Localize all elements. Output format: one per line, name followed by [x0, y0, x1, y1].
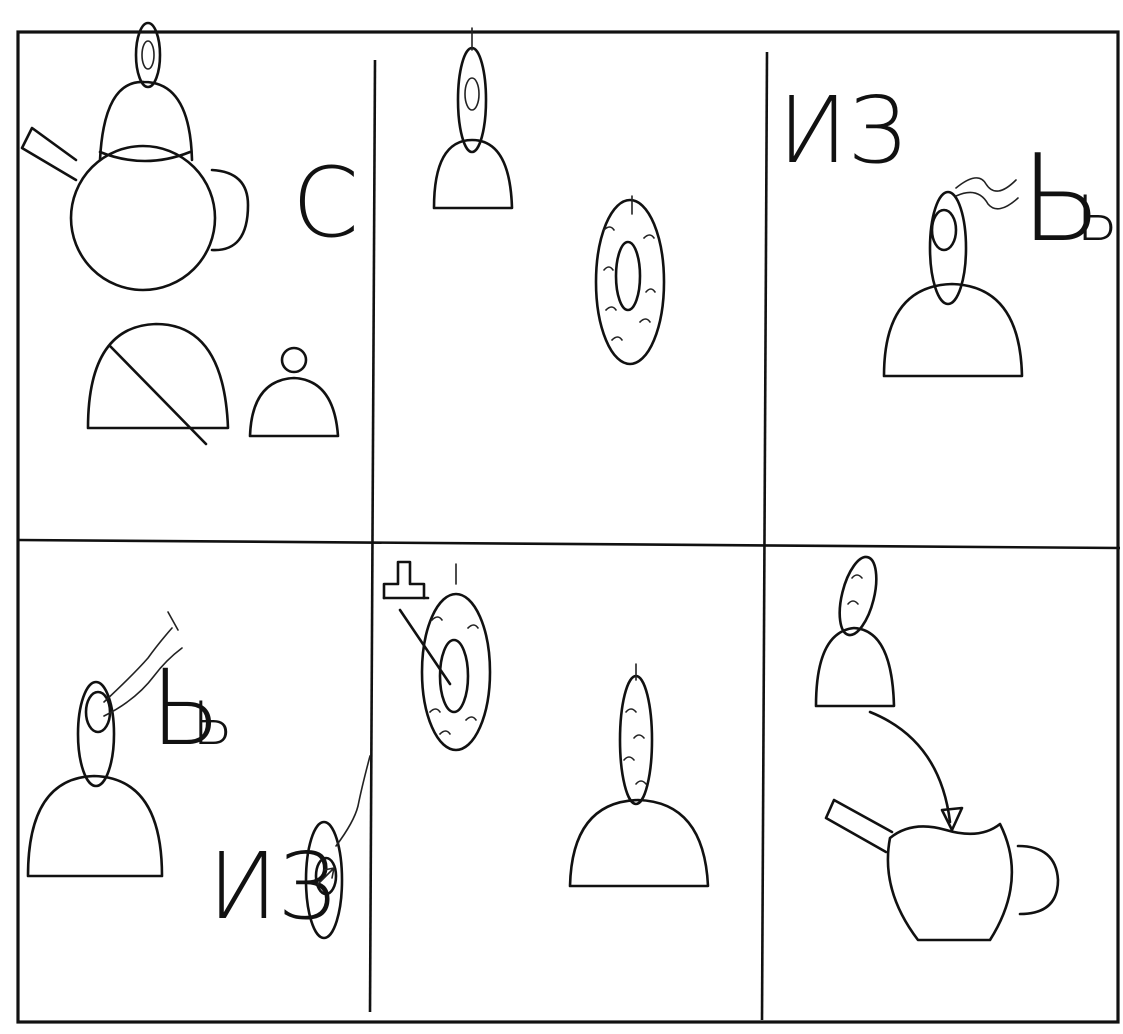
lid-with-ring-icon — [434, 28, 512, 208]
panel-3-side-letter-small: Ь — [1076, 182, 1119, 255]
small-lid-icon — [384, 562, 456, 598]
column-divider-1 — [370, 60, 375, 1012]
soft-sign-letters: Ь Ь — [1020, 130, 1119, 269]
donut-icon — [596, 196, 664, 364]
row-divider — [18, 540, 1120, 548]
panel-4-side-letter-small: Ь — [192, 689, 233, 759]
panel-3: ИЗ Ь Ь — [778, 77, 1119, 376]
sheet-frame — [18, 32, 1118, 1022]
panel-6 — [816, 553, 1058, 940]
panel-4: Ь Ь ИЗ — [28, 612, 370, 940]
donut-icon — [400, 594, 490, 750]
soft-sign-letters: Ь Ь — [150, 647, 233, 769]
panel-3-top-letters: ИЗ — [778, 77, 906, 184]
panel-1-letter: С — [292, 147, 359, 259]
small-lid-icon — [250, 348, 338, 436]
teapot-icon — [22, 23, 248, 290]
lid-with-ring-icon — [816, 553, 894, 706]
teapot-body-icon — [826, 800, 1058, 940]
curved-arrow-icon — [870, 712, 962, 830]
lid-with-ring-icon — [884, 178, 1022, 376]
panel-2 — [434, 28, 664, 364]
crossed-lid-icon — [88, 324, 228, 444]
column-divider-2 — [762, 52, 767, 1020]
lid-with-ring-icon — [570, 664, 708, 886]
panel-5 — [384, 562, 708, 886]
panel-1: С — [22, 23, 359, 444]
